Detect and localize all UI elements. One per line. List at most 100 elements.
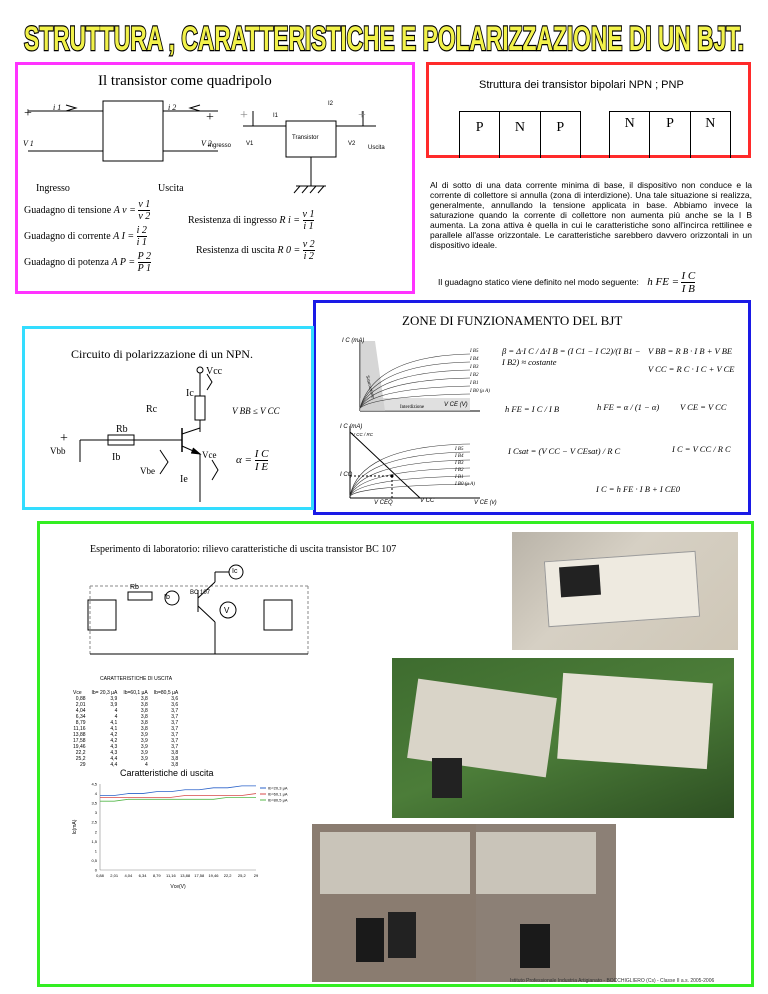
x-tick-label: 25,2 [238, 873, 247, 878]
npn-structure: N P N [609, 111, 731, 158]
chart-title: Caratteristiche di uscita [120, 768, 214, 778]
table-cell: 3,6 [171, 696, 179, 702]
lab-ic-label: Ic [232, 568, 238, 575]
measurement-setup-photo [392, 658, 734, 818]
vbb-formula: V BB = R B · I B + V BE [648, 346, 733, 356]
y-tick-label: 4 [95, 791, 98, 796]
output-resistance: Resistenza di uscita R 0 = v 2 i 2 [196, 239, 315, 262]
label-uscita-small: Uscita [368, 145, 385, 151]
table-cell: 3,9 [140, 750, 148, 756]
table-cell: 3,8 [140, 720, 148, 726]
label-v1: V 1 [23, 139, 34, 148]
table-cell: 4 [114, 714, 118, 720]
vbe-label: Vbe [140, 466, 155, 476]
rc-label: Rc [146, 404, 158, 415]
svg-text:+: + [358, 108, 366, 123]
legend-label: Ib=80,5 μA [268, 798, 288, 803]
table-head: Vce [73, 690, 82, 696]
x-tick-label: 13,88 [180, 873, 191, 878]
label-I2: I2 [328, 101, 334, 107]
table-cell: 22,2 [75, 750, 86, 756]
lab-rb-label: Rb [130, 584, 139, 591]
ib-label: Ib [112, 452, 121, 463]
table-head: Ib= 20,3 µA [91, 690, 118, 696]
series-line [100, 793, 257, 798]
table-cell: 3,8 [140, 714, 148, 720]
table-cell: 3,8 [140, 702, 148, 708]
vcc-formula: V CC = R C · I C + V CE [648, 364, 735, 374]
instruments-photo [312, 824, 476, 982]
ib-labels-lower: I B5 I B4 I B3 I B2 I B1 I B0 (μ A) [455, 447, 475, 487]
y-tick-label: 2,5 [91, 820, 97, 825]
x-tick-label: 19,46 [208, 873, 219, 878]
vbb-condition: V BB ≤ V CC [232, 406, 280, 416]
ie-label: Ie [180, 474, 188, 485]
zone-graphs: Saturazione Interdizione [349, 341, 480, 499]
label-i2: i 2 [168, 103, 177, 112]
interdizione-label: Interdizione [400, 405, 425, 410]
struttura-description: Al di sotto di una data corrente minima … [430, 180, 752, 250]
y-tick-label: 4,5 [91, 782, 97, 787]
table-cell: 3,7 [171, 732, 179, 738]
struttura-title: Struttura dei transistor bipolari NPN ; … [479, 79, 684, 91]
table-cell: 3,7 [171, 708, 179, 714]
ic-label: Ic [186, 388, 194, 399]
lab-title: Esperimento di laboratorio: rilievo cara… [90, 544, 397, 555]
table-cell: 3,7 [171, 726, 179, 732]
table-cell: 29 [79, 762, 86, 768]
x-tick-label: 4,04 [124, 873, 133, 878]
ic-ma-label: I C (mA) [342, 338, 365, 344]
vce-axis-lower: V CE (v) [474, 500, 497, 506]
table-cell: 3,6 [171, 702, 179, 708]
quadripolo-panel: Il transistor come quadripolo + + + + i … [15, 62, 415, 294]
table-cell: 3,8 [140, 696, 148, 702]
label-ingresso-small: Ingresso [208, 143, 232, 149]
gain-voltage: Guadagno di tensione A v = v 1 v 2 [24, 199, 151, 222]
zone-panel: ZONE DI FUNZIONAMENTO DEL BJT [313, 300, 751, 515]
table-cell: 0,88 [75, 696, 86, 702]
table-cell: 3,9 [140, 738, 148, 744]
characteristics-table: Vce Ib= 20,3 µA Ib=60,1 µA Ib=80,5 µA 0,… [70, 690, 181, 768]
y-axis-label: Ic(mA) [72, 819, 78, 834]
vbb-label: Vbb [50, 446, 66, 456]
legend-label: Ib=20,3 μA [268, 786, 288, 791]
gain-power: Guadagno di potenza A P = P 2 P 1 [24, 251, 152, 274]
ic-vcc-rc-formula: I C = V CC / R C [672, 444, 731, 454]
table-cell: 13,88 [73, 732, 86, 738]
quadripolo-diagram: + + + + [24, 100, 376, 194]
table-cell: 4,2 [110, 732, 118, 738]
table-cell: 4,3 [110, 744, 118, 750]
x-tick-label: 29 [254, 873, 259, 878]
legend-label: Ib=60,1 μA [268, 792, 288, 797]
table-cell: 3,9 [110, 702, 118, 708]
footer-credit: Istituto Professionale Industria Artigia… [510, 978, 715, 984]
x-tick-label: 11,16 [166, 873, 176, 878]
ic-ma-label-lower: I C (mA) [340, 424, 363, 430]
table-cell: 4 [145, 762, 148, 768]
table-cell: 4,1 [110, 726, 118, 732]
table-cell: 4,3 [110, 750, 118, 756]
page-title-banner: STRUTTURA , CARATTERISTICHE E POLARIZZAZ… [23, 19, 746, 58]
x-tick-label: 2,01 [110, 873, 119, 878]
beta-formula: β = Δ·I C / Δ·I B = (I C1 − I C2)/(I B1 … [502, 346, 641, 367]
y-tick-label: 1 [95, 848, 98, 853]
vce-label: Vce [202, 450, 217, 460]
table-cell: 4 [114, 708, 118, 714]
vce-v-label: V CE (V) [444, 402, 468, 408]
rb-label: Rb [116, 424, 128, 435]
series-line [100, 796, 256, 802]
page-title: STRUTTURA , CARATTERISTICHE E POLARIZZAZ… [24, 20, 744, 58]
static-gain: Il guadagno statico viene definito nel m… [438, 270, 696, 295]
y-tick-label: 3,5 [91, 801, 97, 806]
input-resistance: Resistenza di ingresso R i = v 1 i 1 [188, 209, 315, 232]
hfe-formula-2: h FE = α / (1 − α) [597, 402, 660, 412]
table-cell: 4,4 [110, 756, 118, 762]
x-tick-label: 17,58 [194, 873, 205, 878]
table-title: CARATTERISTICHE DI USCITA [100, 676, 173, 682]
label-uscita: Uscita [158, 183, 184, 194]
icsat-formula: I Csat = (V CC − V CEsat) / R C [508, 446, 621, 456]
